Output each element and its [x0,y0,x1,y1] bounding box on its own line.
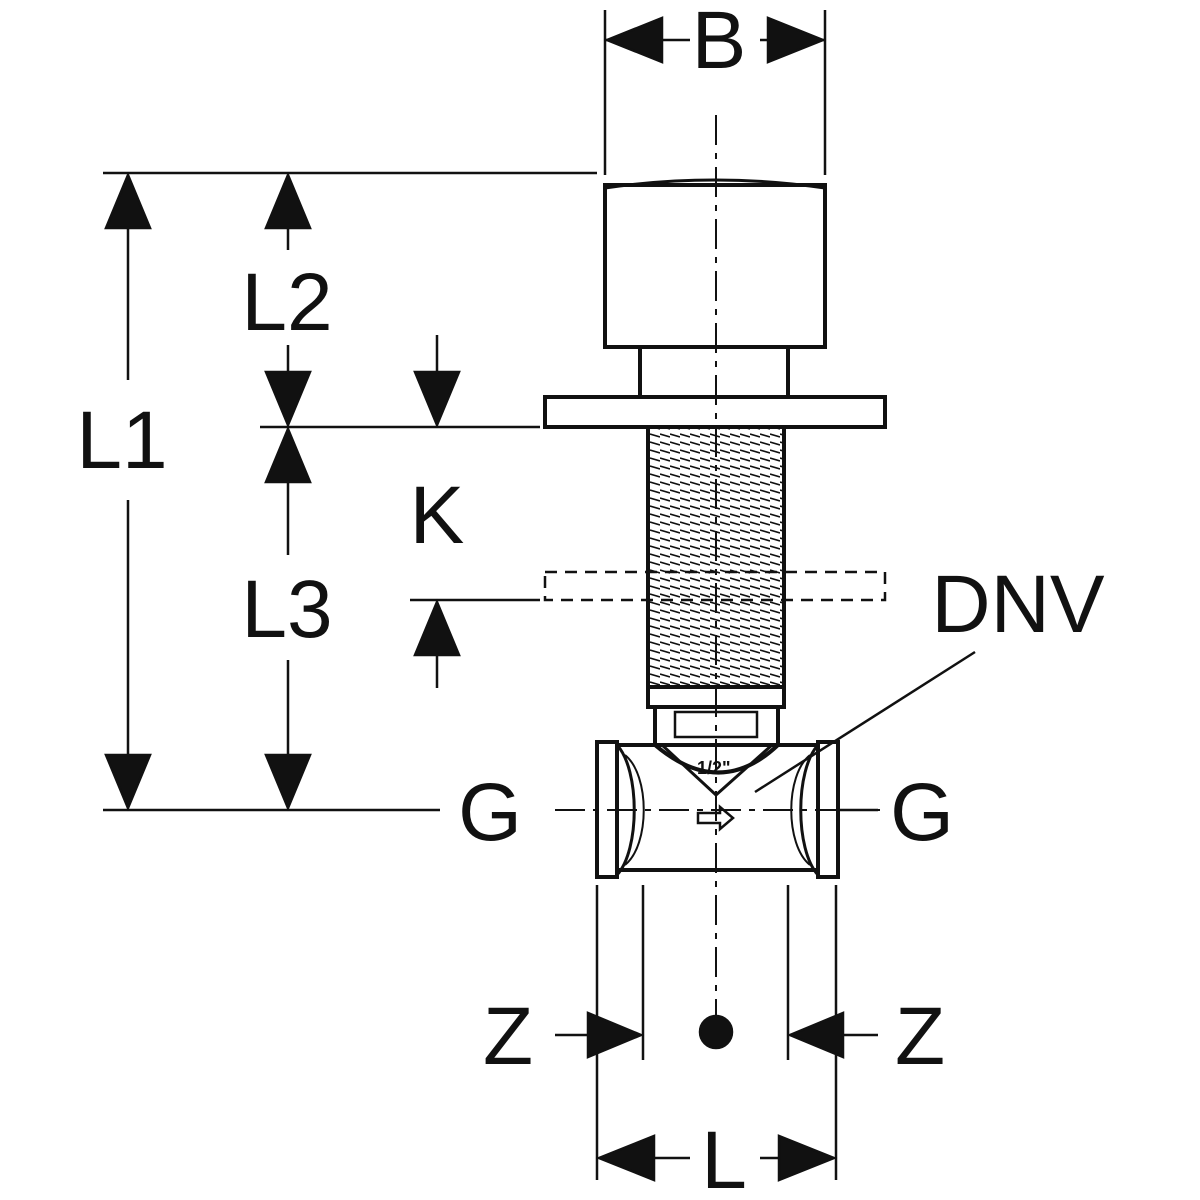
b-arrow-right [766,16,827,64]
label-l2: L2 [241,257,332,348]
z-arrow-left [586,1011,645,1059]
l-arrow-left [595,1134,656,1182]
label-z-right: Z [895,991,945,1082]
b-arrow-left [603,16,664,64]
label-dnv: DNV [931,559,1104,650]
k-arrow-bottom [413,598,461,657]
label-g-left: G [458,767,522,858]
dnv-leader-line [754,650,976,794]
label-z-left: Z [483,991,533,1082]
l1-arrow-top [104,171,152,230]
valve-knob [603,183,827,349]
l1-arrow-bottom [104,753,152,812]
l2-arrow-top [264,171,312,230]
label-g-right: G [890,767,954,858]
z-arrow-right [786,1011,845,1059]
l3-arrow-bottom [264,753,312,812]
l2-arrow-bottom [264,370,312,429]
centerlines [555,115,880,1040]
dimension-lines [103,10,976,1182]
dimension-labels: B L1 L2 L3 K DNV G G Z Z L [76,0,1104,1200]
label-l: L [701,1115,747,1200]
l3-arrow-top [264,425,312,484]
center-point [698,1014,734,1050]
label-l3: L3 [241,564,332,655]
valve-neck [638,345,790,399]
l-arrow-right [777,1134,838,1182]
label-l1: L1 [76,395,167,486]
thread-size-label: 1/2" [697,758,731,778]
k-arrow-top [413,370,461,429]
label-b: B [692,0,747,86]
label-k: K [410,470,465,561]
